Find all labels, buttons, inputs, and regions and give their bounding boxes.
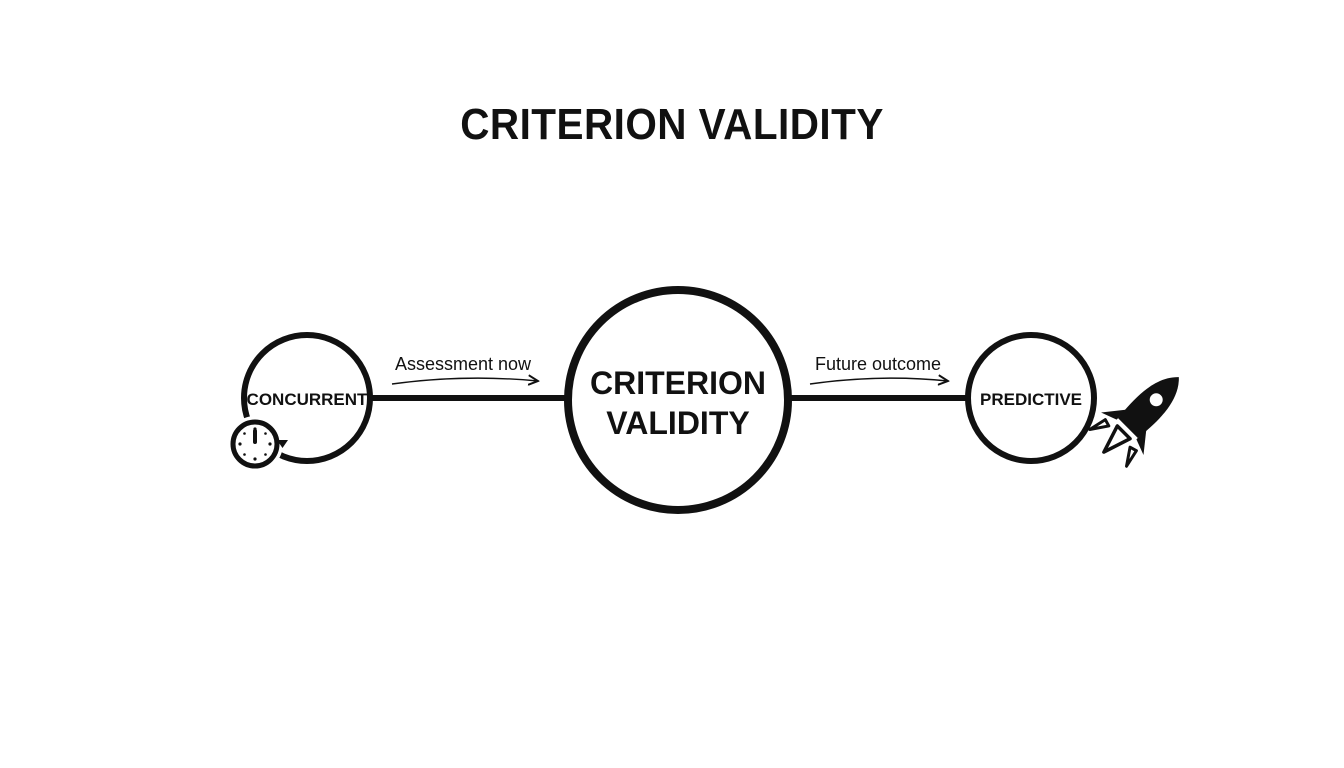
right-connector-label: Future outcome <box>815 354 941 374</box>
right-connector: Future outcome <box>809 354 948 384</box>
page-title: CRITERION VALIDITY <box>460 100 884 149</box>
concurrent-node: CONCURRENT <box>227 332 373 472</box>
clock-icon <box>227 416 288 472</box>
predictive-node: PREDICTIVE <box>965 332 1097 464</box>
left-connector-arrow <box>391 378 538 384</box>
left-connector: Assessment now <box>391 354 538 384</box>
predictive-label: PREDICTIVE <box>980 390 1082 409</box>
center-label-line1: CRITERION <box>590 365 766 401</box>
predictive-circle <box>965 332 1097 464</box>
center-node: CRITERION VALIDITY <box>564 286 792 514</box>
center-circle <box>564 286 792 514</box>
left-connector-label: Assessment now <box>395 354 532 374</box>
right-connector-arrow <box>809 378 948 384</box>
center-label-line2: VALIDITY <box>606 405 749 441</box>
rocket-icon <box>1088 377 1179 468</box>
concurrent-label: CONCURRENT <box>247 390 369 409</box>
